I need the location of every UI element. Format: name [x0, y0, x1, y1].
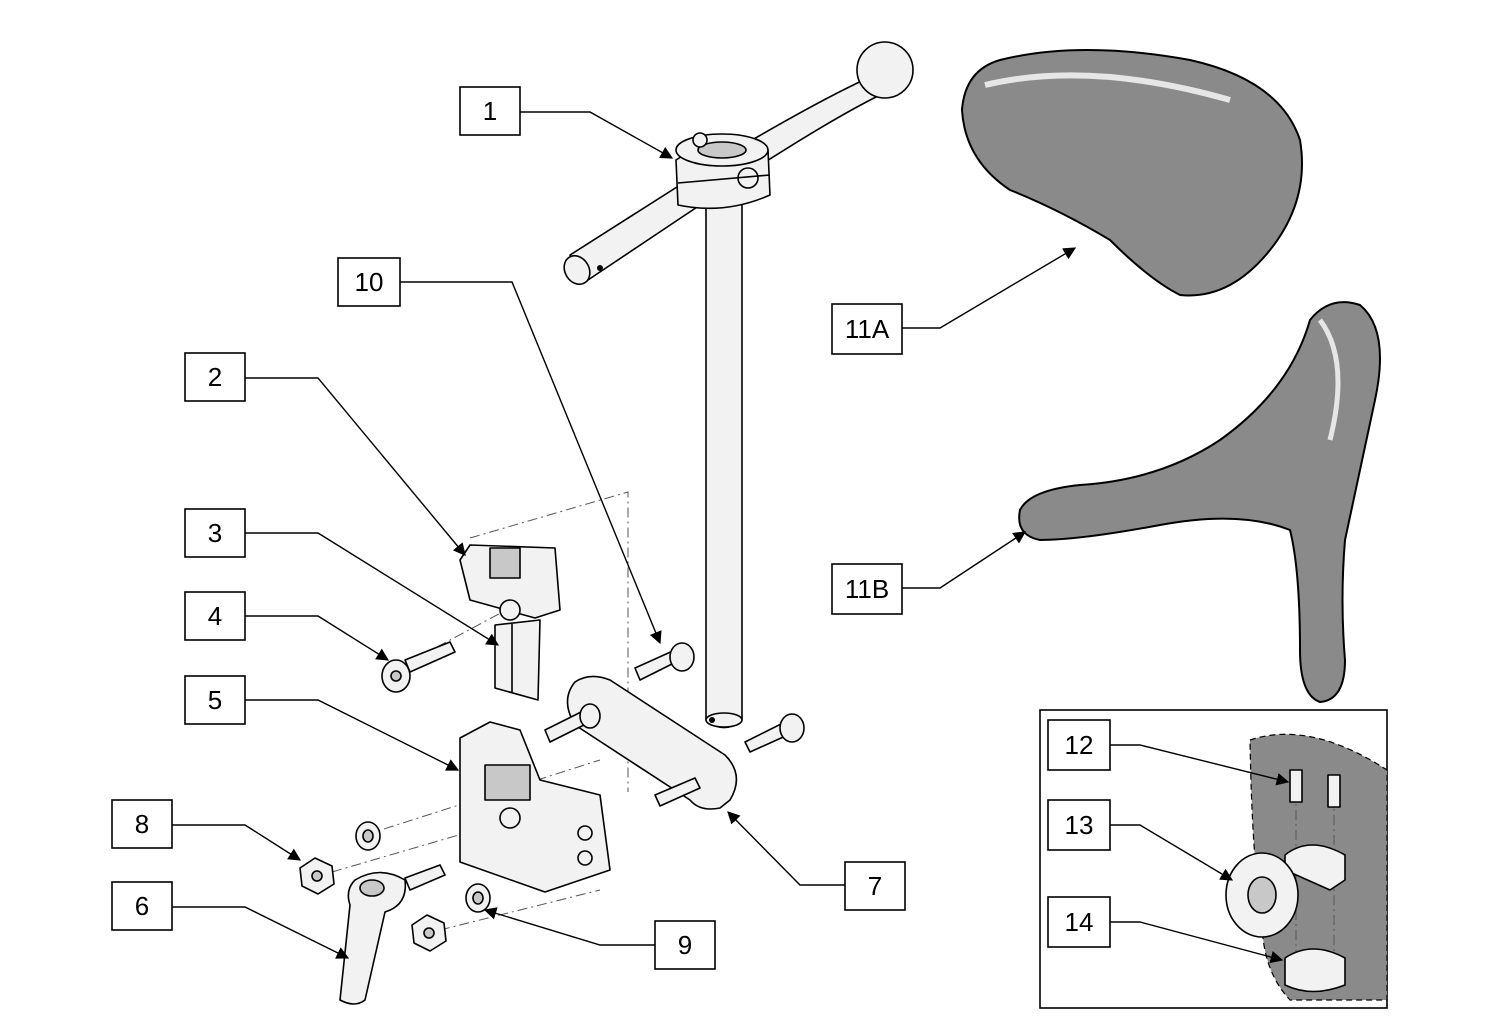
leader-lines — [172, 111, 1290, 964]
callout-11a: 11A — [831, 303, 903, 355]
lever-6 — [339, 864, 446, 1005]
callout-5-label: 5 — [208, 685, 222, 715]
callout-8-label: 8 — [135, 809, 149, 839]
callout-8: 8 — [111, 799, 173, 849]
head-pad-11a — [960, 49, 1303, 297]
callout-11b: 11B — [831, 563, 903, 615]
head-pad-11b — [1018, 301, 1381, 704]
cap-screw-4 — [381, 641, 456, 693]
callout-10-label: 10 — [355, 267, 384, 297]
callout-1: 1 — [459, 86, 521, 136]
clamp-top-2 — [459, 544, 561, 621]
callout-1-label: 1 — [483, 96, 497, 126]
callout-14-label: 14 — [1065, 907, 1094, 937]
callout-2-label: 2 — [208, 362, 222, 392]
callout-13: 13 — [1047, 799, 1111, 851]
callout-14: 14 — [1047, 896, 1111, 948]
callout-9-label: 9 — [678, 930, 692, 960]
callout-12-label: 12 — [1065, 730, 1094, 760]
callout-4-label: 4 — [208, 601, 222, 631]
callout-5: 5 — [184, 675, 246, 725]
callout-3-label: 3 — [208, 518, 222, 548]
mounting-block-5 — [459, 721, 611, 893]
plate-7 — [566, 675, 738, 810]
callout-7: 7 — [844, 861, 906, 911]
callout-12: 12 — [1047, 719, 1111, 771]
callout-9: 9 — [654, 920, 716, 970]
callout-4: 4 — [184, 591, 246, 641]
insert-3 — [494, 619, 541, 701]
callout-6: 6 — [111, 881, 173, 931]
callout-2: 2 — [184, 352, 246, 402]
callout-10: 10 — [337, 257, 401, 307]
nut-9 — [411, 914, 447, 952]
callout-7-label: 7 — [868, 871, 882, 901]
t-handle-assembly — [563, 41, 914, 729]
callout-3: 3 — [184, 508, 246, 558]
callout-6-label: 6 — [135, 891, 149, 921]
nut-8 — [299, 857, 335, 895]
washer-9 — [465, 883, 491, 913]
callout-13-label: 13 — [1065, 810, 1094, 840]
callout-11a-label: 11A — [845, 314, 890, 344]
washer-8 — [355, 821, 381, 851]
screws-10 — [544, 642, 805, 807]
detail-inset — [1039, 709, 1388, 1009]
callout-11b-label: 11B — [845, 574, 889, 604]
